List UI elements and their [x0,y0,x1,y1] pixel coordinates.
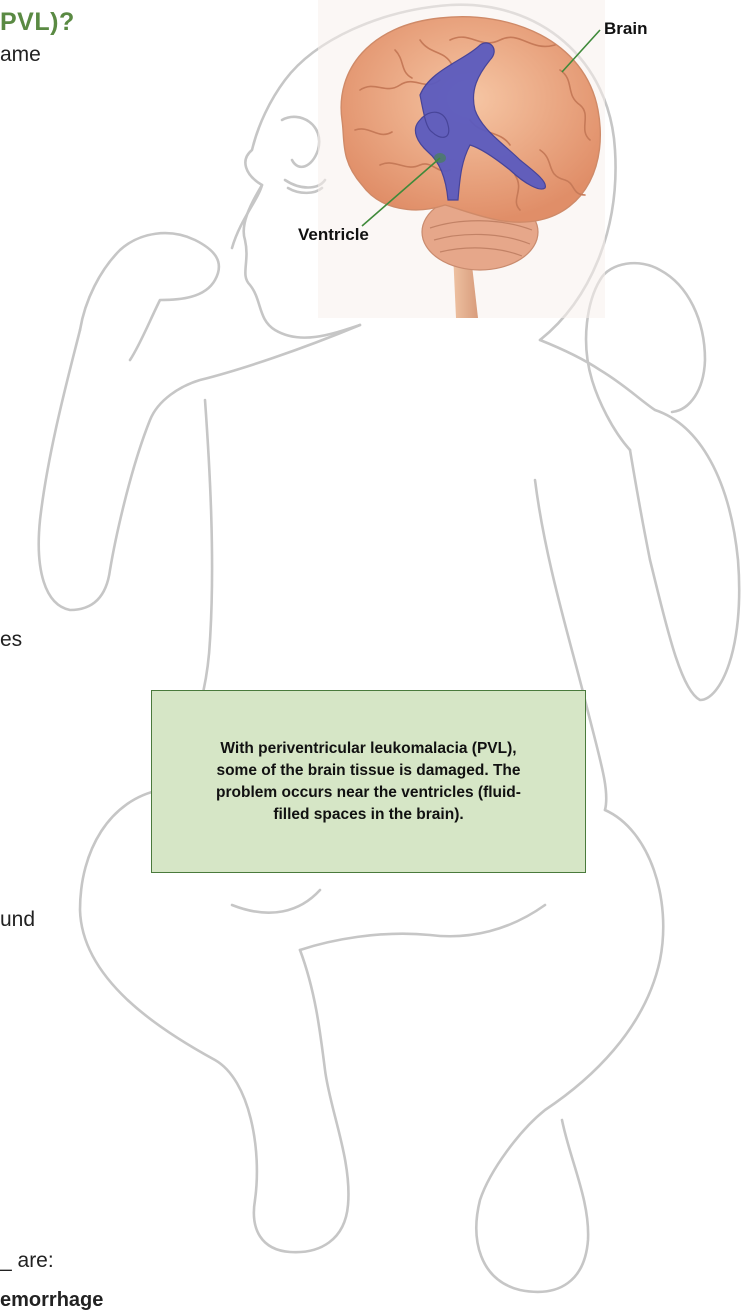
left-arm-outline [39,325,360,610]
belly-fold [232,890,320,913]
heading-fragment: PVL)? [0,8,75,37]
groin-outline [300,905,545,950]
body-fragment-4: _ are: [0,1249,54,1273]
brain-label: Brain [604,19,647,38]
right-leg-outline [476,810,663,1292]
ear-outline [282,117,319,167]
body-fragment-3: und [0,908,35,932]
body-fragment-1: ame [0,43,41,67]
ventricle-label: Ventricle [298,225,369,244]
body-fragment-5: emorrhage [0,1289,103,1312]
brain-illustration [318,0,605,318]
body-fragment-2: es [0,628,22,652]
pvl-callout-box: With periventricular leukomalacia (PVL),… [151,690,586,873]
left-hand-outline [80,233,219,360]
pvl-callout-text: With periventricular leukomalacia (PVL),… [204,738,534,826]
